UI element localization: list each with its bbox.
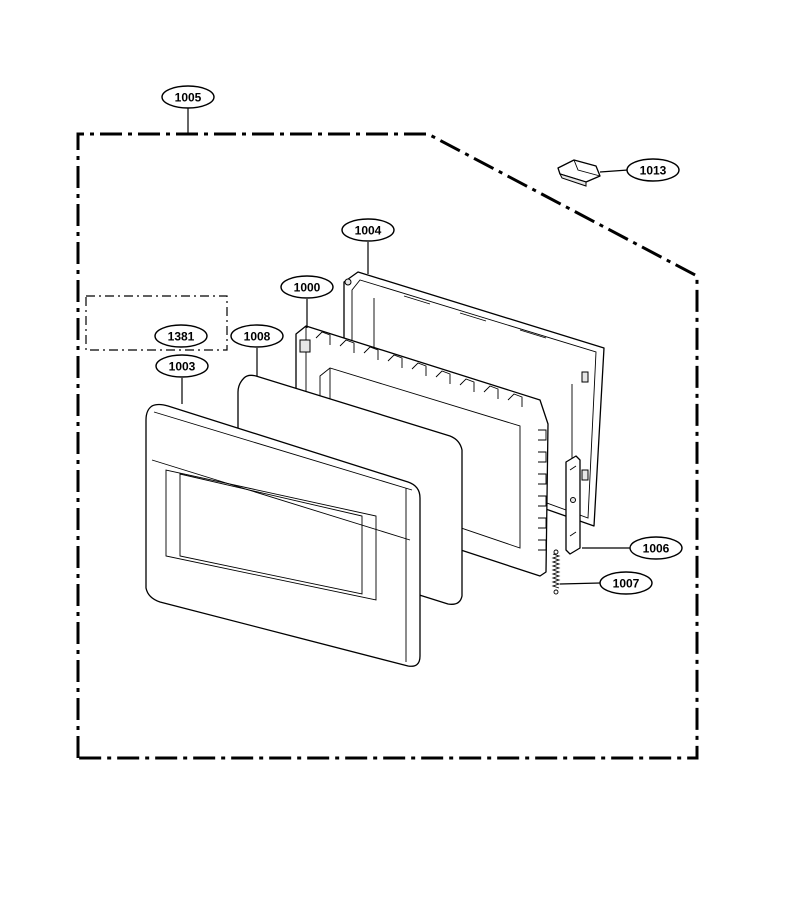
callout-1004: 1004 <box>341 218 395 242</box>
callout-label: 1004 <box>355 224 382 238</box>
callout-label: 1005 <box>175 91 202 105</box>
sub-assembly-boundary <box>85 295 228 351</box>
assembly-boundary <box>76 132 699 760</box>
callout-label: 1000 <box>294 281 321 295</box>
leader-1013 <box>599 169 629 173</box>
callout-1006: 1006 <box>629 536 683 560</box>
callout-label: 1008 <box>244 330 271 344</box>
callout-1000: 1000 <box>280 275 334 299</box>
leader-1007 <box>559 582 601 585</box>
callout-label: 1006 <box>643 542 670 556</box>
callout-1013: 1013 <box>626 158 680 182</box>
callout-1007: 1007 <box>599 571 653 595</box>
callout-1008: 1008 <box>230 324 284 348</box>
callout-label: 1381 <box>168 330 195 344</box>
callout-1005: 1005 <box>161 85 215 109</box>
callout-label: 1003 <box>169 360 196 374</box>
callout-1381: 1381 <box>154 324 208 348</box>
latch-hook-part <box>557 159 601 187</box>
callout-label: 1013 <box>640 164 667 178</box>
lever-part <box>565 455 581 555</box>
door-panel-part <box>145 403 421 667</box>
spring-part <box>551 549 561 595</box>
callout-1003: 1003 <box>155 354 209 378</box>
callout-label: 1007 <box>613 577 640 591</box>
